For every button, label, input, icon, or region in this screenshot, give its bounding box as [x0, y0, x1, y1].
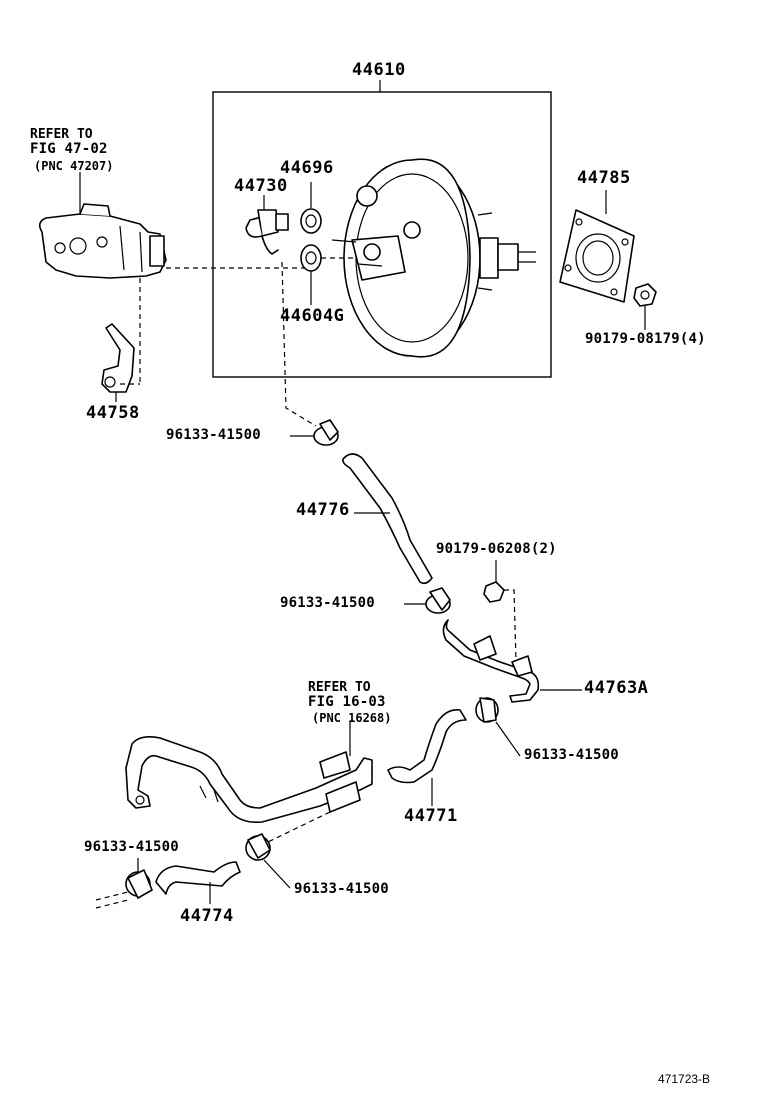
check-valve-44730-drawing: [245, 209, 289, 255]
part-label-44730: 44730: [234, 176, 288, 196]
part-label-clamp-b: 96133-41500: [280, 595, 375, 611]
nut-90179-08179-drawing: [633, 283, 657, 307]
dash-pipe-clamp: [267, 811, 331, 843]
refer-note-1-line1: REFER TO: [30, 127, 93, 142]
gasket-plate-44785-drawing: [559, 209, 635, 303]
figure-id: 471723-B: [658, 1072, 711, 1086]
brake-booster-drawing: [331, 158, 536, 358]
part-label-44763a: 44763A: [584, 678, 649, 698]
clamp-b-drawing: [425, 587, 451, 614]
part-label-clamp-d: 96133-41500: [294, 881, 389, 897]
clamp-e-drawing: [125, 869, 153, 899]
gasket-44604g-drawing: [300, 244, 322, 272]
nut-90179-06208-drawing: [483, 581, 505, 603]
bracket-44758-drawing: [101, 323, 135, 393]
hose-44774-drawing: [155, 861, 241, 895]
part-label-clamp-e: 96133-41500: [84, 839, 179, 855]
part-label-clamp-c: 96133-41500: [524, 747, 619, 763]
intake-pipe-drawing: [125, 736, 373, 824]
refer-note-2-line2: FIG 16-03: [308, 694, 386, 710]
dash-valve-clamp: [281, 261, 317, 427]
refer-note-2-line1: REFER TO: [308, 680, 371, 695]
clamp-a-drawing: [313, 419, 339, 446]
part-label-44776: 44776: [296, 500, 350, 520]
refer-note-2-line3: (PNC 16268): [312, 711, 392, 725]
part-label-44785: 44785: [577, 168, 631, 188]
part-label-44696: 44696: [280, 158, 334, 178]
pipe-44763a-drawing: [442, 619, 540, 703]
part-label-44604g: 44604G: [280, 306, 345, 326]
part-label-44758: 44758: [86, 403, 140, 423]
part-label-44610: 44610: [352, 60, 406, 80]
leader-clamp-d: [263, 859, 291, 889]
dash-clamp-e-b: [95, 899, 129, 909]
part-label-44771: 44771: [404, 806, 458, 826]
refer-note-1-line2: FIG 47-02: [30, 141, 108, 157]
part-label-clamp-a: 96133-41500: [166, 427, 261, 443]
hose-44771-drawing: [387, 708, 467, 784]
leader-clamp-c: [495, 721, 521, 757]
dash-nut-bracket: [504, 589, 517, 663]
hose-44776-drawing: [342, 453, 433, 585]
dash-clamp-e-a: [95, 891, 129, 901]
clamp-d-drawing: [245, 833, 271, 861]
part-label-44774: 44774: [180, 906, 234, 926]
part-label-90179-06208: 90179-06208(2): [436, 541, 557, 557]
grommet-44696-drawing: [300, 208, 322, 234]
clamp-c-drawing: [475, 697, 499, 723]
master-cylinder-drawing: [38, 203, 167, 279]
part-label-90179-08179: 90179-08179(4): [585, 331, 706, 347]
assembly-box-44610: [212, 91, 552, 378]
refer-note-1-line3: (PNC 47207): [34, 159, 114, 173]
